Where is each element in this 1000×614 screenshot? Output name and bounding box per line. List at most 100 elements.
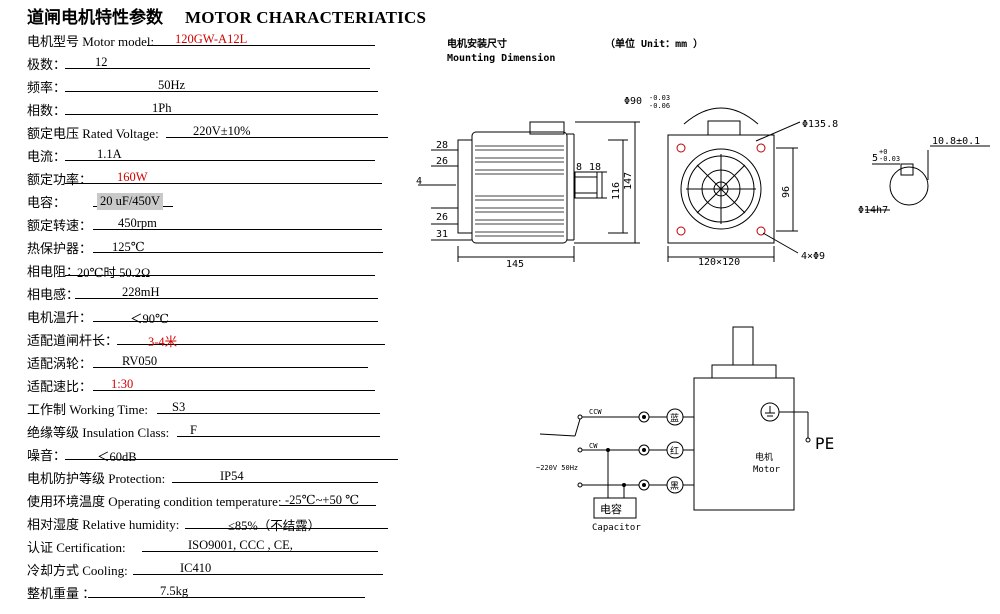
spec-value: IC410: [180, 561, 212, 575]
dim-phi90: Φ90: [624, 96, 642, 107]
spec-value: 160W: [117, 170, 148, 184]
spec-row: 额定转速：450rpm: [27, 212, 407, 234]
spec-row: 认证 Certification:ISO9001, CCC , CE,: [27, 534, 407, 556]
spec-value: 1:30: [111, 377, 134, 391]
spec-value: F: [190, 423, 197, 437]
spec-value: 20℃时 50.2Ω: [77, 266, 151, 280]
spec-label: 绝缘等级 Insulation Class:: [27, 425, 170, 440]
spec-underline: [142, 534, 378, 552]
spec-row: 额定功率：160W: [27, 166, 407, 188]
wire-blue-label: 蓝: [670, 412, 679, 424]
spec-row: 电容： 20 uF/450V: [27, 189, 407, 211]
spec-underline: [157, 396, 380, 414]
dim-147: 147: [623, 172, 634, 190]
dim-26-bottom: 26: [436, 212, 448, 223]
spec-row: 电流：1.1A: [27, 143, 407, 165]
shaft-tol-down: -0.03: [879, 155, 900, 163]
spec-row: 极数：12: [27, 51, 407, 73]
side-view-drawing: [418, 121, 640, 262]
dim-phi90-tol-down: -0.06: [649, 102, 670, 110]
spec-row: 适配涡轮：RV050: [27, 350, 407, 372]
dim-145: 145: [506, 259, 524, 270]
spec-underline: [65, 143, 375, 161]
spec-row: 绝缘等级 Insulation Class: F: [27, 419, 407, 441]
spec-value: 120GW-A12L: [175, 32, 248, 46]
wire-black-label: 黑: [670, 481, 679, 492]
dim-18: 18: [589, 162, 601, 173]
spec-label: 相电感：: [27, 287, 80, 302]
title-en: MOTOR CHARACTERIATICS: [185, 8, 427, 27]
spec-underline: [65, 442, 398, 460]
dim-4: 4: [416, 176, 422, 187]
dim-31: 31: [436, 229, 448, 240]
spec-row: 额定电压 Rated Voltage:220V±10%: [27, 120, 407, 142]
spec-underline: [185, 511, 388, 529]
dim-8: 8: [576, 162, 582, 173]
spec-row: 电机温升： ＜90℃: [27, 304, 407, 326]
spec-underline: [117, 327, 385, 345]
dim-28: 28: [436, 140, 448, 151]
spec-underline: [172, 465, 378, 483]
wire-red-label: 红: [670, 445, 679, 457]
spec-value: ＜90℃: [130, 312, 169, 326]
spec-label: 使用环境温度 Operating condition temperature:: [27, 494, 282, 509]
spec-label: 电机防护等级 Protection:: [27, 471, 166, 486]
spec-underline: [93, 235, 383, 253]
spec-underline: [93, 350, 368, 368]
spec-underline: [65, 97, 378, 115]
spec-row: 电机防护等级 Protection:IP54: [27, 465, 407, 487]
spec-label: 电机型号 Motor model:: [27, 34, 155, 49]
wiring-supply: ~220V 50Hz: [536, 464, 578, 472]
capacitor-label-cn: 电容: [600, 502, 622, 516]
spec-underline: [65, 51, 370, 69]
spec-value: 12: [95, 55, 108, 69]
dim-26-top: 26: [436, 156, 448, 167]
spec-row: 适配速比： 1:30: [27, 373, 407, 395]
shaft-diameter: Φ14h7: [858, 205, 888, 216]
spec-underline: [166, 120, 388, 138]
spec-row: 冷却方式 Cooling:IC410: [27, 557, 407, 579]
shaft-tol-up: +0: [879, 148, 887, 156]
spec-label: 适配道闸杆长：: [27, 333, 119, 348]
spec-underline: [133, 557, 383, 575]
spec-row: 适配道闸杆长： 3-4米: [27, 327, 407, 349]
dim-phi90-tol-up: -0.03: [649, 94, 670, 102]
dimension-title-en: Mounting Dimension: [447, 52, 555, 64]
spec-label: 电容：: [27, 195, 67, 210]
spec-label: 认证 Certification:: [27, 540, 126, 555]
wiring-ccw: CCW: [589, 408, 602, 416]
wiring-diagram: [539, 326, 811, 519]
spec-value: ＜60dB: [97, 450, 137, 464]
spec-label: 工作制 Working Time:: [27, 402, 149, 417]
spec-underline: [93, 304, 378, 322]
capacitor-label-en: Capacitor: [592, 523, 641, 533]
spec-row: 工作制 Working Time:S3: [27, 396, 407, 418]
title-cn: 道闸电机特性参数: [27, 8, 163, 27]
spec-row: 电机型号 Motor model: 120GW-A12L: [27, 28, 407, 50]
spec-value: 3-4米: [148, 335, 178, 349]
spec-label: 适配速比：: [27, 379, 93, 394]
spec-value: 7.5kg: [160, 584, 189, 598]
spec-value: 228mH: [122, 285, 160, 299]
spec-value: -25℃~+50 ℃: [285, 493, 360, 507]
spec-underline: [65, 258, 375, 276]
shaft-section-drawing: [865, 145, 990, 211]
spec-label: 频率：: [27, 80, 67, 95]
spec-value: 1Ph: [152, 101, 172, 115]
spec-value: RV050: [122, 354, 158, 368]
shaft-t5: 5: [872, 153, 878, 164]
dim-120x120: 120×120: [698, 257, 740, 268]
spec-underline: [280, 488, 376, 506]
dimension-unit: （单位 Unit：mm ）: [605, 37, 703, 50]
spec-value: 20 uF/450V: [97, 193, 164, 210]
spec-label: 电机温升：: [27, 310, 93, 325]
dim-phi135: Φ135.8: [802, 119, 838, 130]
spec-row: 频率：50Hz: [27, 74, 407, 96]
spec-row: 相对湿度 Relative humidity:≤85%（不结露）: [27, 511, 407, 533]
dimension-title-cn: 电机安装尺寸: [447, 37, 507, 50]
dim-116: 116: [611, 182, 622, 200]
motor-label-en: Motor: [753, 465, 781, 475]
spec-value: 1.1A: [97, 147, 122, 161]
spec-row: 热保护器：125℃: [27, 235, 407, 257]
